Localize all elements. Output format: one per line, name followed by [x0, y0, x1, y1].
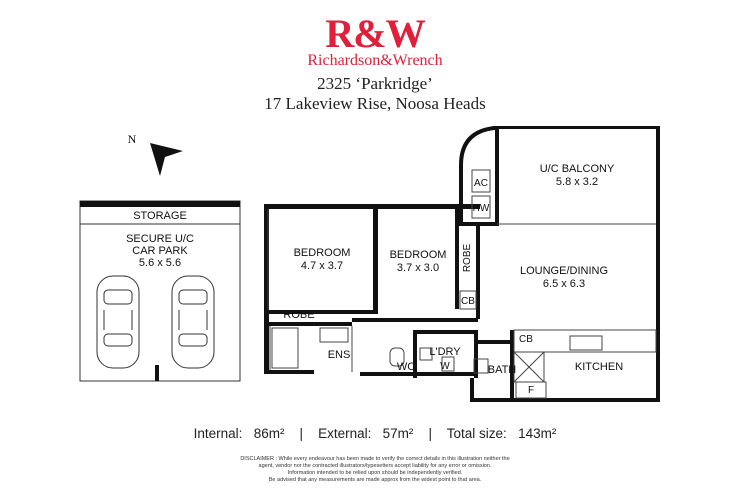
- lounge-label: LOUNGE/DINING: [520, 265, 608, 277]
- external-area-value: 57m²: [382, 426, 414, 441]
- cupboard-label-1: CB: [461, 296, 475, 307]
- wc-label: WC: [397, 361, 415, 373]
- carpark-size: 5.6 x 5.6: [139, 257, 181, 269]
- robe1-label: ROBE: [283, 309, 314, 321]
- car-icon: [171, 275, 215, 369]
- bedroom1-size: 4.7 x 3.7: [301, 260, 343, 272]
- lounge-size: 6.5 x 6.3: [543, 278, 585, 290]
- bedroom2-label: BEDROOM: [390, 249, 447, 261]
- disclaimer: DISCLAIMER : While every endeavour has b…: [0, 456, 750, 484]
- address-line-1: 2325 ‘Parkridge’: [317, 74, 433, 93]
- cupboard-label-2: CB: [519, 334, 533, 345]
- bedroom2-size: 3.7 x 3.0: [397, 262, 439, 274]
- fridge-label: F: [528, 385, 534, 396]
- ac-label: AC: [474, 178, 488, 189]
- total-area-label: Total size:: [446, 426, 507, 441]
- north-arrow-icon: [150, 143, 183, 176]
- disclaimer-line: Information intended to be relied upon s…: [287, 470, 463, 476]
- compass: N: [128, 132, 183, 176]
- car-icon: [96, 275, 140, 369]
- internal-area-label: Internal:: [193, 426, 243, 441]
- separator: |: [428, 426, 432, 441]
- internal-lines: [267, 169, 657, 399]
- disclaimer-line: Be advised that any measurements are mad…: [268, 477, 482, 483]
- carpark-label-2: CAR PARK: [132, 245, 188, 257]
- bedroom1-label: BEDROOM: [294, 247, 351, 259]
- address-line-2: 17 Lakeview Rise, Noosa Heads: [264, 94, 486, 113]
- ens-label: ENS: [328, 349, 351, 361]
- kitchen-label: KITCHEN: [575, 361, 623, 373]
- external-area-label: External:: [318, 426, 372, 441]
- logo: R&W: [325, 11, 425, 56]
- robe2-label: ROBE: [462, 244, 473, 273]
- brand-name: Richardson&Wrench: [307, 52, 443, 69]
- balcony-label: U/C BALCONY: [540, 163, 615, 175]
- compass-north-label: N: [128, 132, 137, 146]
- storage-label: STORAGE: [133, 210, 187, 222]
- washer-label: W: [440, 361, 450, 372]
- laundry-label: L'DRY: [429, 346, 461, 358]
- car-park: STORAGE SECURE U/C CAR PARK 5.6 x 5.6: [79, 200, 241, 382]
- bath-label: BATH: [488, 364, 517, 376]
- hot-water-label: HW: [473, 203, 490, 214]
- disclaimer-line: agent, vendor nor the contracted illustr…: [258, 463, 492, 469]
- apartment-walls: [264, 126, 660, 402]
- internal-area-value: 86m²: [253, 426, 285, 441]
- area-summary: Internal: 86m² | External: 57m² | Total …: [0, 426, 750, 441]
- disclaimer-line: DISCLAIMER : While every endeavour has b…: [240, 456, 510, 462]
- balcony-size: 5.8 x 3.2: [556, 176, 598, 188]
- total-area-value: 143m²: [518, 426, 557, 441]
- separator: |: [299, 426, 304, 441]
- carpark-label-1: SECURE U/C: [126, 233, 194, 245]
